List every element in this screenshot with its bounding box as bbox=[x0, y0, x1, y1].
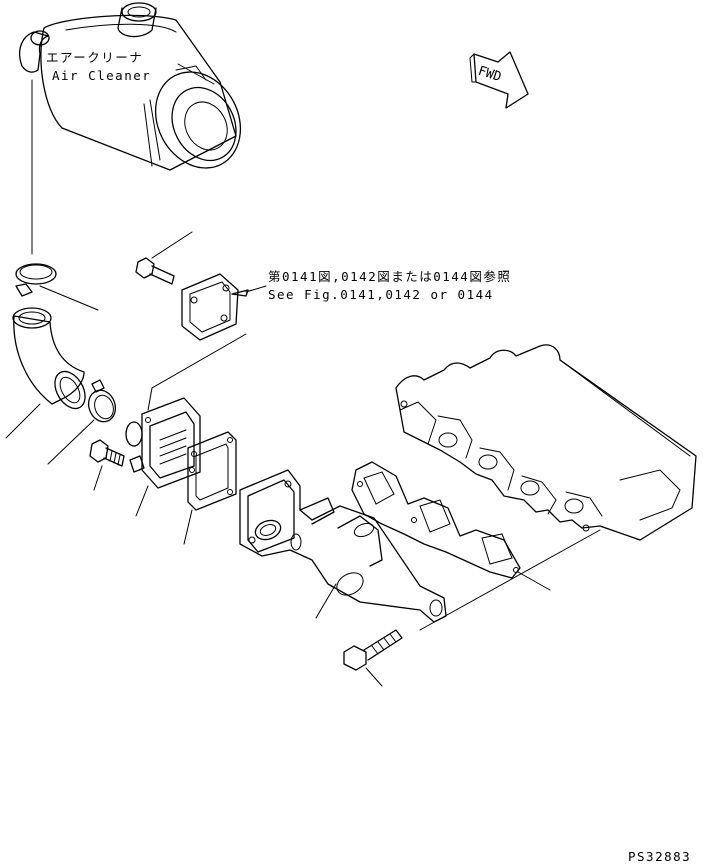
elbow-hose bbox=[5, 307, 86, 439]
reference-note-ja: 第0141図,0142図または0144図参照 bbox=[268, 269, 511, 284]
bolt-left bbox=[89, 439, 125, 491]
fwd-label: FWD bbox=[476, 64, 503, 86]
fwd-arrow-icon: FWD bbox=[469, 51, 529, 109]
drawing-id: PS32883 bbox=[628, 849, 691, 864]
manifold-gasket bbox=[351, 461, 551, 591]
exhaust-manifold bbox=[239, 469, 447, 623]
reference-note-en: See Fig.0141,0142 or 0144 bbox=[268, 287, 494, 302]
air-cleaner bbox=[19, 2, 242, 171]
hose-clamp-upper bbox=[15, 263, 99, 311]
inlet-connector bbox=[125, 397, 201, 517]
manifold-bolt bbox=[343, 629, 403, 687]
hose-clamp-lower bbox=[47, 379, 117, 465]
label-air-cleaner-en: Air Cleaner bbox=[52, 68, 151, 83]
cylinder-head bbox=[395, 344, 697, 631]
label-air-cleaner-ja: エアークリーナ bbox=[46, 50, 143, 65]
connector-gasket bbox=[183, 431, 237, 545]
breather-bracket bbox=[135, 231, 267, 411]
